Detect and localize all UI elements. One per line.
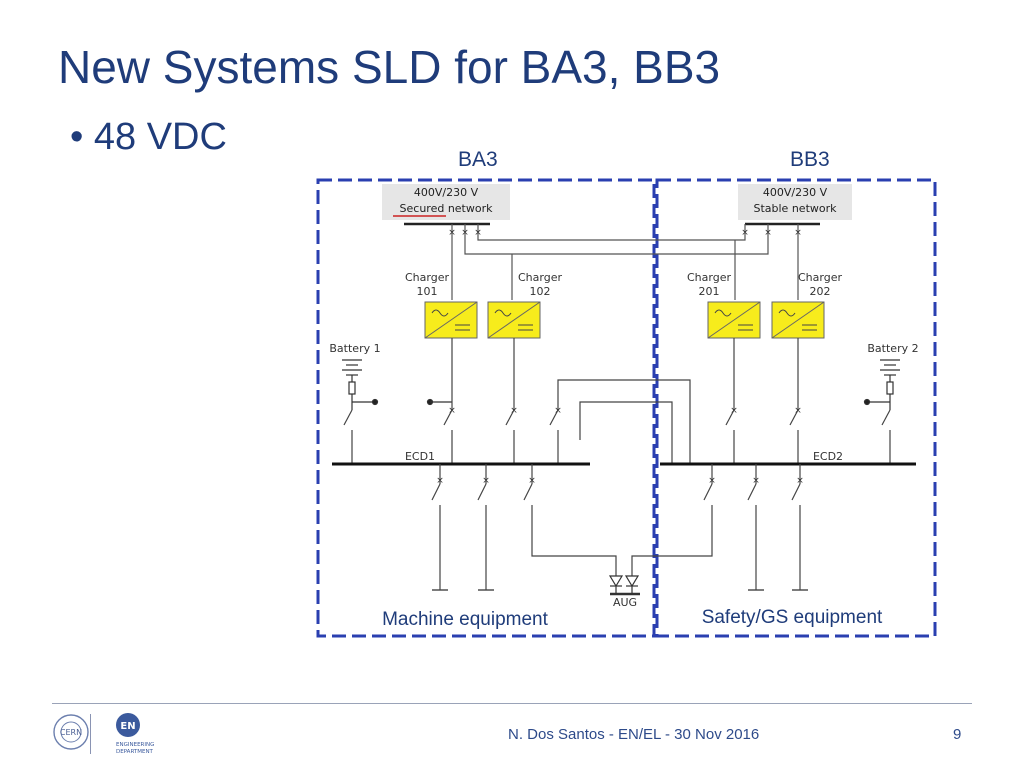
network-voltage-right: 400V/230 V (763, 186, 828, 199)
equipment-label-right: Safety/GS equipment (702, 607, 883, 628)
svg-text:×: × (794, 228, 802, 238)
charger-101-number: 101 (417, 285, 438, 298)
svg-text:×: × (448, 228, 456, 238)
switches-upper (343, 409, 891, 464)
battery-tie-points (352, 398, 890, 406)
charger-201-block (707, 301, 761, 339)
svg-text:×: × (461, 228, 469, 238)
charger-201-label: Charger (687, 271, 731, 284)
aug-diodes (608, 575, 640, 596)
bullet-text: 48 VDC (93, 116, 227, 158)
svg-text:×: × (510, 406, 518, 416)
svg-text:×: × (741, 228, 749, 238)
equipment-label-left: Machine equipment (382, 609, 549, 630)
network-box-left (382, 184, 510, 220)
charger-202-block (771, 301, 825, 339)
feeder-lines (451, 224, 799, 300)
charger-201-number: 201 (699, 285, 720, 298)
battery-1-label: Battery 1 (329, 342, 380, 355)
svg-text:×: × (448, 406, 456, 416)
footer-divider (52, 703, 972, 704)
charger-101-label: Charger (405, 271, 449, 284)
svg-text:×: × (796, 476, 804, 486)
svg-text:×: × (794, 406, 802, 416)
network-box-right (738, 184, 852, 220)
svg-text:×: × (730, 406, 738, 416)
charger-blocks (424, 301, 825, 339)
busbar-ecd1-label: ECD1 (405, 450, 435, 463)
charger-202-number: 202 (810, 285, 831, 298)
network-voltage-left: 400V/230 V (414, 186, 479, 199)
page-number: 9 (953, 726, 962, 743)
charger-outputs (451, 338, 799, 440)
charger-102-block (487, 301, 541, 339)
zone-label-ba3: BA3 (458, 148, 498, 171)
cern-logo: CERN (53, 714, 89, 750)
logo-divider (90, 714, 91, 754)
en-logo-sub1: ENGINEERING (116, 742, 154, 748)
zone-border-bb3 (655, 178, 937, 638)
svg-text:×: × (708, 476, 716, 486)
outgoing-feeders (431, 464, 801, 590)
breaker-marks: × × × × × × (448, 228, 802, 238)
busbar-ecd2-label: ECD2 (813, 450, 843, 463)
slide-title: New Systems SLD for BA3, BB3 (58, 41, 721, 93)
svg-text:×: × (554, 406, 562, 416)
en-logo-sub2: DEPARTMENT (116, 749, 154, 755)
zone-border-ba3 (316, 178, 656, 638)
cern-logo-text: CERN (60, 728, 82, 737)
svg-text:×: × (436, 476, 444, 486)
svg-text:×: × (482, 476, 490, 486)
en-logo: EN ENGINEERING DEPARTMENT (116, 713, 154, 755)
footer-author: N. Dos Santos - EN/EL - 30 Nov 2016 (508, 726, 760, 743)
breaker-marks-lower: × × × × × × (436, 476, 804, 486)
bullet-item: • 48 VDC (70, 116, 227, 158)
en-logo-text: EN (120, 721, 135, 732)
svg-text:×: × (764, 228, 772, 238)
zone-label-bb3: BB3 (790, 148, 830, 171)
network-name-right: Stable network (753, 202, 837, 215)
svg-text:×: × (474, 228, 482, 238)
network-name-left: Secured network (400, 202, 494, 215)
charger-102-number: 102 (530, 285, 551, 298)
svg-text:×: × (752, 476, 760, 486)
charger-202-label: Charger (798, 271, 842, 284)
charger-101-block (424, 301, 478, 339)
battery-2-label: Battery 2 (867, 342, 918, 355)
breaker-marks-mid: × × × × × (448, 406, 802, 416)
aug-label: AUG (613, 596, 637, 609)
svg-text:×: × (528, 476, 536, 486)
charger-102-label: Charger (518, 271, 562, 284)
